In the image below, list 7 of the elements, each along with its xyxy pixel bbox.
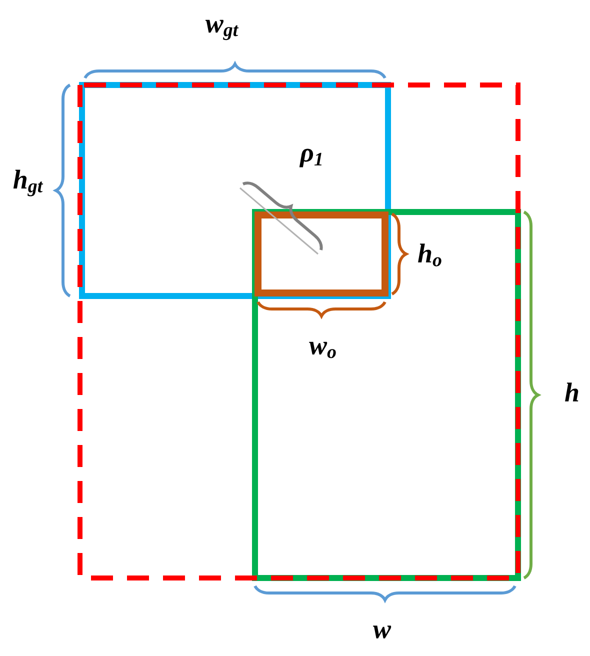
dimension-label: h$_{gt}$ (13, 170, 44, 196)
dimension-label: w$_{o}$ (309, 342, 336, 358)
dimension-label: w$_{gt}$ (205, 20, 239, 40)
dimension-label: h (565, 382, 578, 402)
dimension-label: w (373, 626, 392, 638)
dimension-label: ρ$_{1}$ (299, 148, 322, 168)
dimension-label: h$_{o}$ (418, 244, 442, 266)
